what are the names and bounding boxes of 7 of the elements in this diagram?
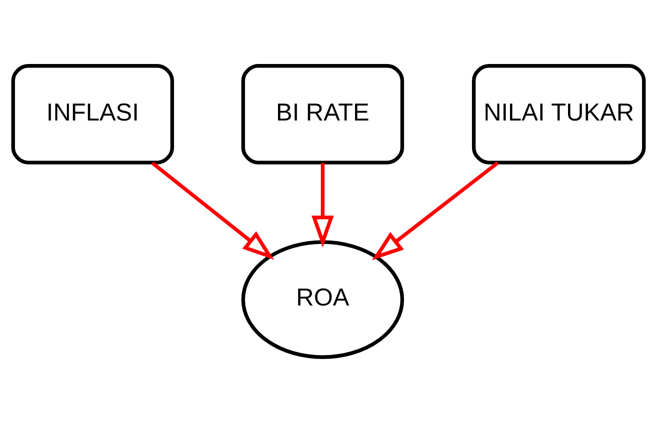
arrow	[151, 162, 274, 260]
node-ellipse: ROA	[241, 240, 404, 359]
arrow	[312, 163, 334, 248]
node-box: BI RATE	[241, 64, 404, 164]
arrow	[372, 161, 499, 260]
node-box: NILAI TUKAR	[472, 64, 646, 164]
node-box: INFLASI	[11, 64, 174, 164]
